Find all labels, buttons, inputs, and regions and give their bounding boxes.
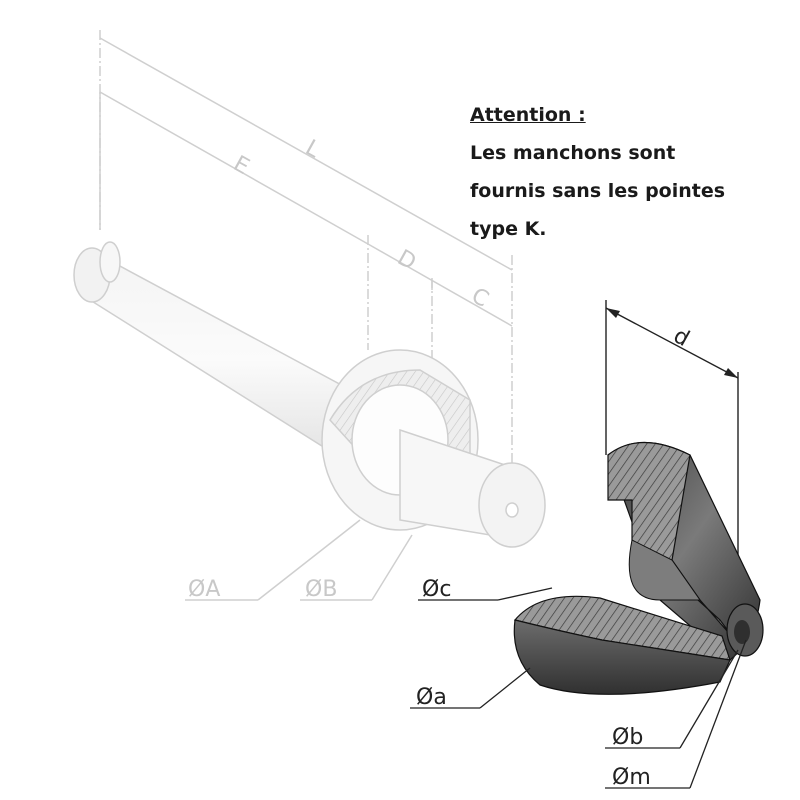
callout-m: Øm [612,765,651,790]
callout-c: Øc [422,577,451,602]
note-title: Attention : [470,104,586,126]
dim-label-L: L [301,135,324,163]
dim-label-d: d [669,323,693,352]
note-line-2: fournis sans les pointes [470,180,726,202]
dim-label-E: E [229,151,253,180]
callout-B: ØB [305,577,337,602]
center-point-section [410,300,764,789]
faint-sleeve [73,30,546,601]
note-line-1: Les manchons sont [470,142,676,164]
dim-label-C: C [467,283,493,312]
callout-A: ØA [188,577,220,602]
callout-b: Øb [612,725,643,750]
attention-note: Attention : Les manchons sont fournis sa… [470,96,790,248]
note-line-3: type K. [470,218,547,240]
callout-a: Øa [416,685,447,710]
